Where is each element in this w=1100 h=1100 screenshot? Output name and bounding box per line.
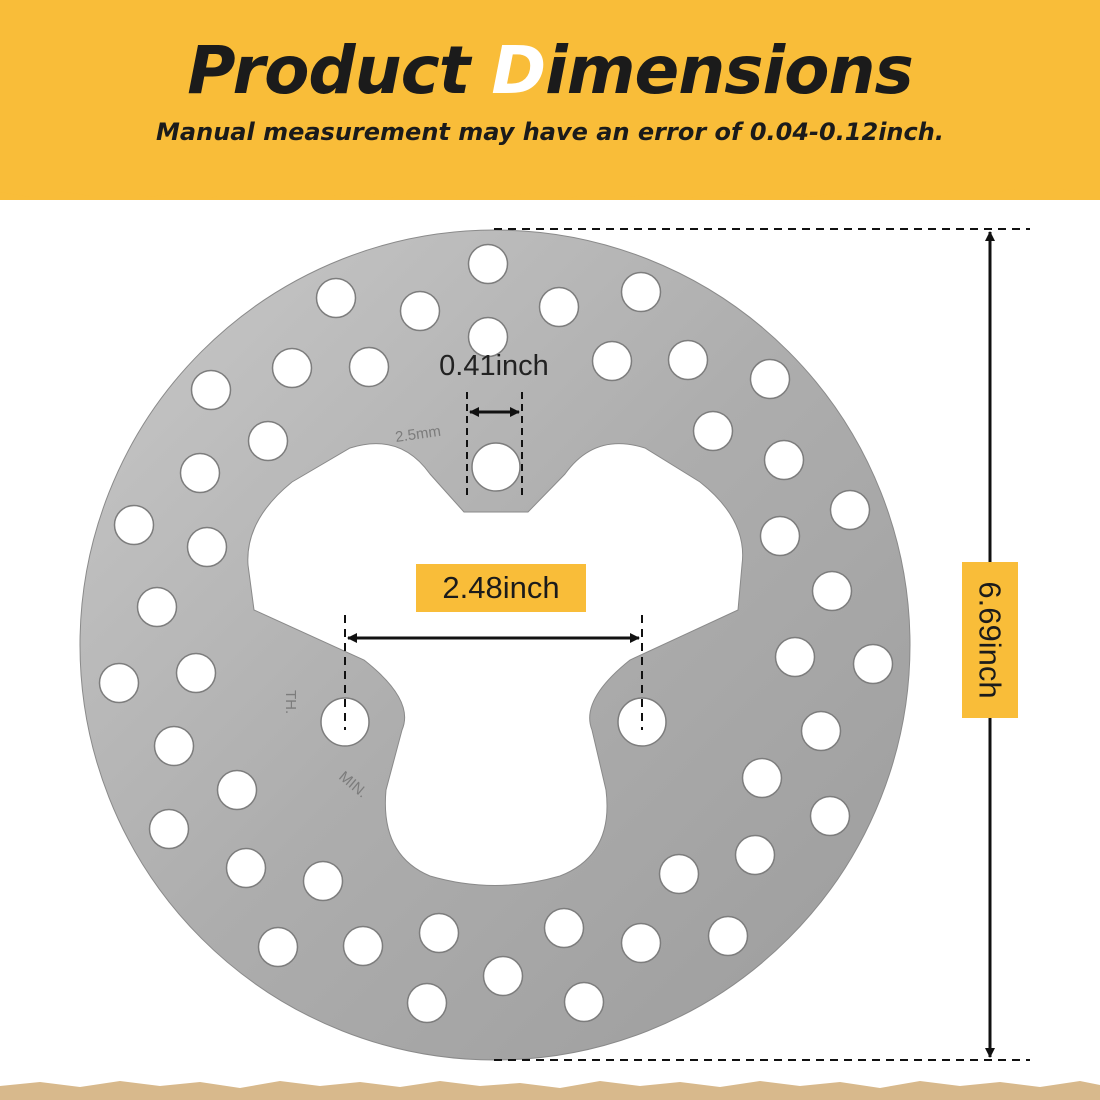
vent-hole: [763, 439, 805, 481]
engraving-th: TH.: [282, 690, 299, 714]
vent-hole: [749, 358, 791, 400]
header-banner: [0, 0, 1100, 200]
vent-hole: [543, 907, 585, 949]
vent-hole: [667, 339, 709, 381]
vent-hole: [148, 808, 190, 850]
engraving-thickness: 2.5mm: [394, 423, 442, 446]
title-accent-letter: D: [491, 32, 546, 109]
title-part-2: imensions: [545, 32, 914, 109]
vent-hole: [852, 643, 894, 685]
vent-hole: [538, 286, 580, 328]
height-label-box: 6.69inch: [962, 562, 1018, 718]
vent-hole: [467, 243, 509, 285]
bottom-ground-strip: [0, 1081, 1100, 1100]
vent-hole: [136, 586, 178, 628]
vent-hole: [759, 515, 801, 557]
vent-hole: [225, 847, 267, 889]
vent-hole: [113, 504, 155, 546]
bolt-spacing-label: 2.48inch: [416, 564, 586, 612]
vent-hole: [811, 570, 853, 612]
vent-hole: [418, 912, 460, 954]
mount-hole: [617, 697, 667, 747]
vent-hole: [829, 489, 871, 531]
vent-holes: [98, 243, 894, 1024]
vent-hole: [399, 290, 441, 332]
page-title: Product Dimensions: [0, 32, 1100, 109]
vent-hole: [741, 757, 783, 799]
vent-hole: [179, 452, 221, 494]
vent-hole: [482, 955, 524, 997]
vent-hole: [348, 346, 390, 388]
vent-hole: [692, 410, 734, 452]
vent-hole: [216, 769, 258, 811]
brake-disc-icon: [79, 229, 911, 1061]
vent-hole: [98, 662, 140, 704]
vent-hole: [271, 347, 313, 389]
vent-hole: [620, 271, 662, 313]
height-label: 6.69inch: [973, 581, 1008, 699]
vent-hole: [342, 925, 384, 967]
vent-hole: [406, 982, 448, 1024]
vent-hole: [809, 795, 851, 837]
mount-hole: [320, 697, 370, 747]
vent-hole: [175, 652, 217, 694]
vent-hole: [302, 860, 344, 902]
vent-hole: [620, 922, 662, 964]
vent-hole: [658, 853, 700, 895]
vent-hole: [315, 277, 357, 319]
vent-hole: [734, 834, 776, 876]
vent-hole: [257, 926, 299, 968]
mount-hole: [471, 442, 521, 492]
vent-hole: [563, 981, 605, 1023]
vent-hole: [800, 710, 842, 752]
hole-diameter-label: 0.41inch: [439, 350, 549, 382]
vent-hole: [190, 369, 232, 411]
vent-hole: [467, 316, 509, 358]
vent-hole: [591, 340, 633, 382]
vent-hole: [186, 526, 228, 568]
vent-hole: [153, 725, 195, 767]
vent-hole: [774, 636, 816, 678]
torn-paper-edge: [0, 176, 1100, 198]
page-subtitle: Manual measurement may have an error of …: [156, 118, 944, 146]
vent-hole: [247, 420, 289, 462]
title-part-1: Product: [187, 32, 492, 109]
vent-hole: [707, 915, 749, 957]
